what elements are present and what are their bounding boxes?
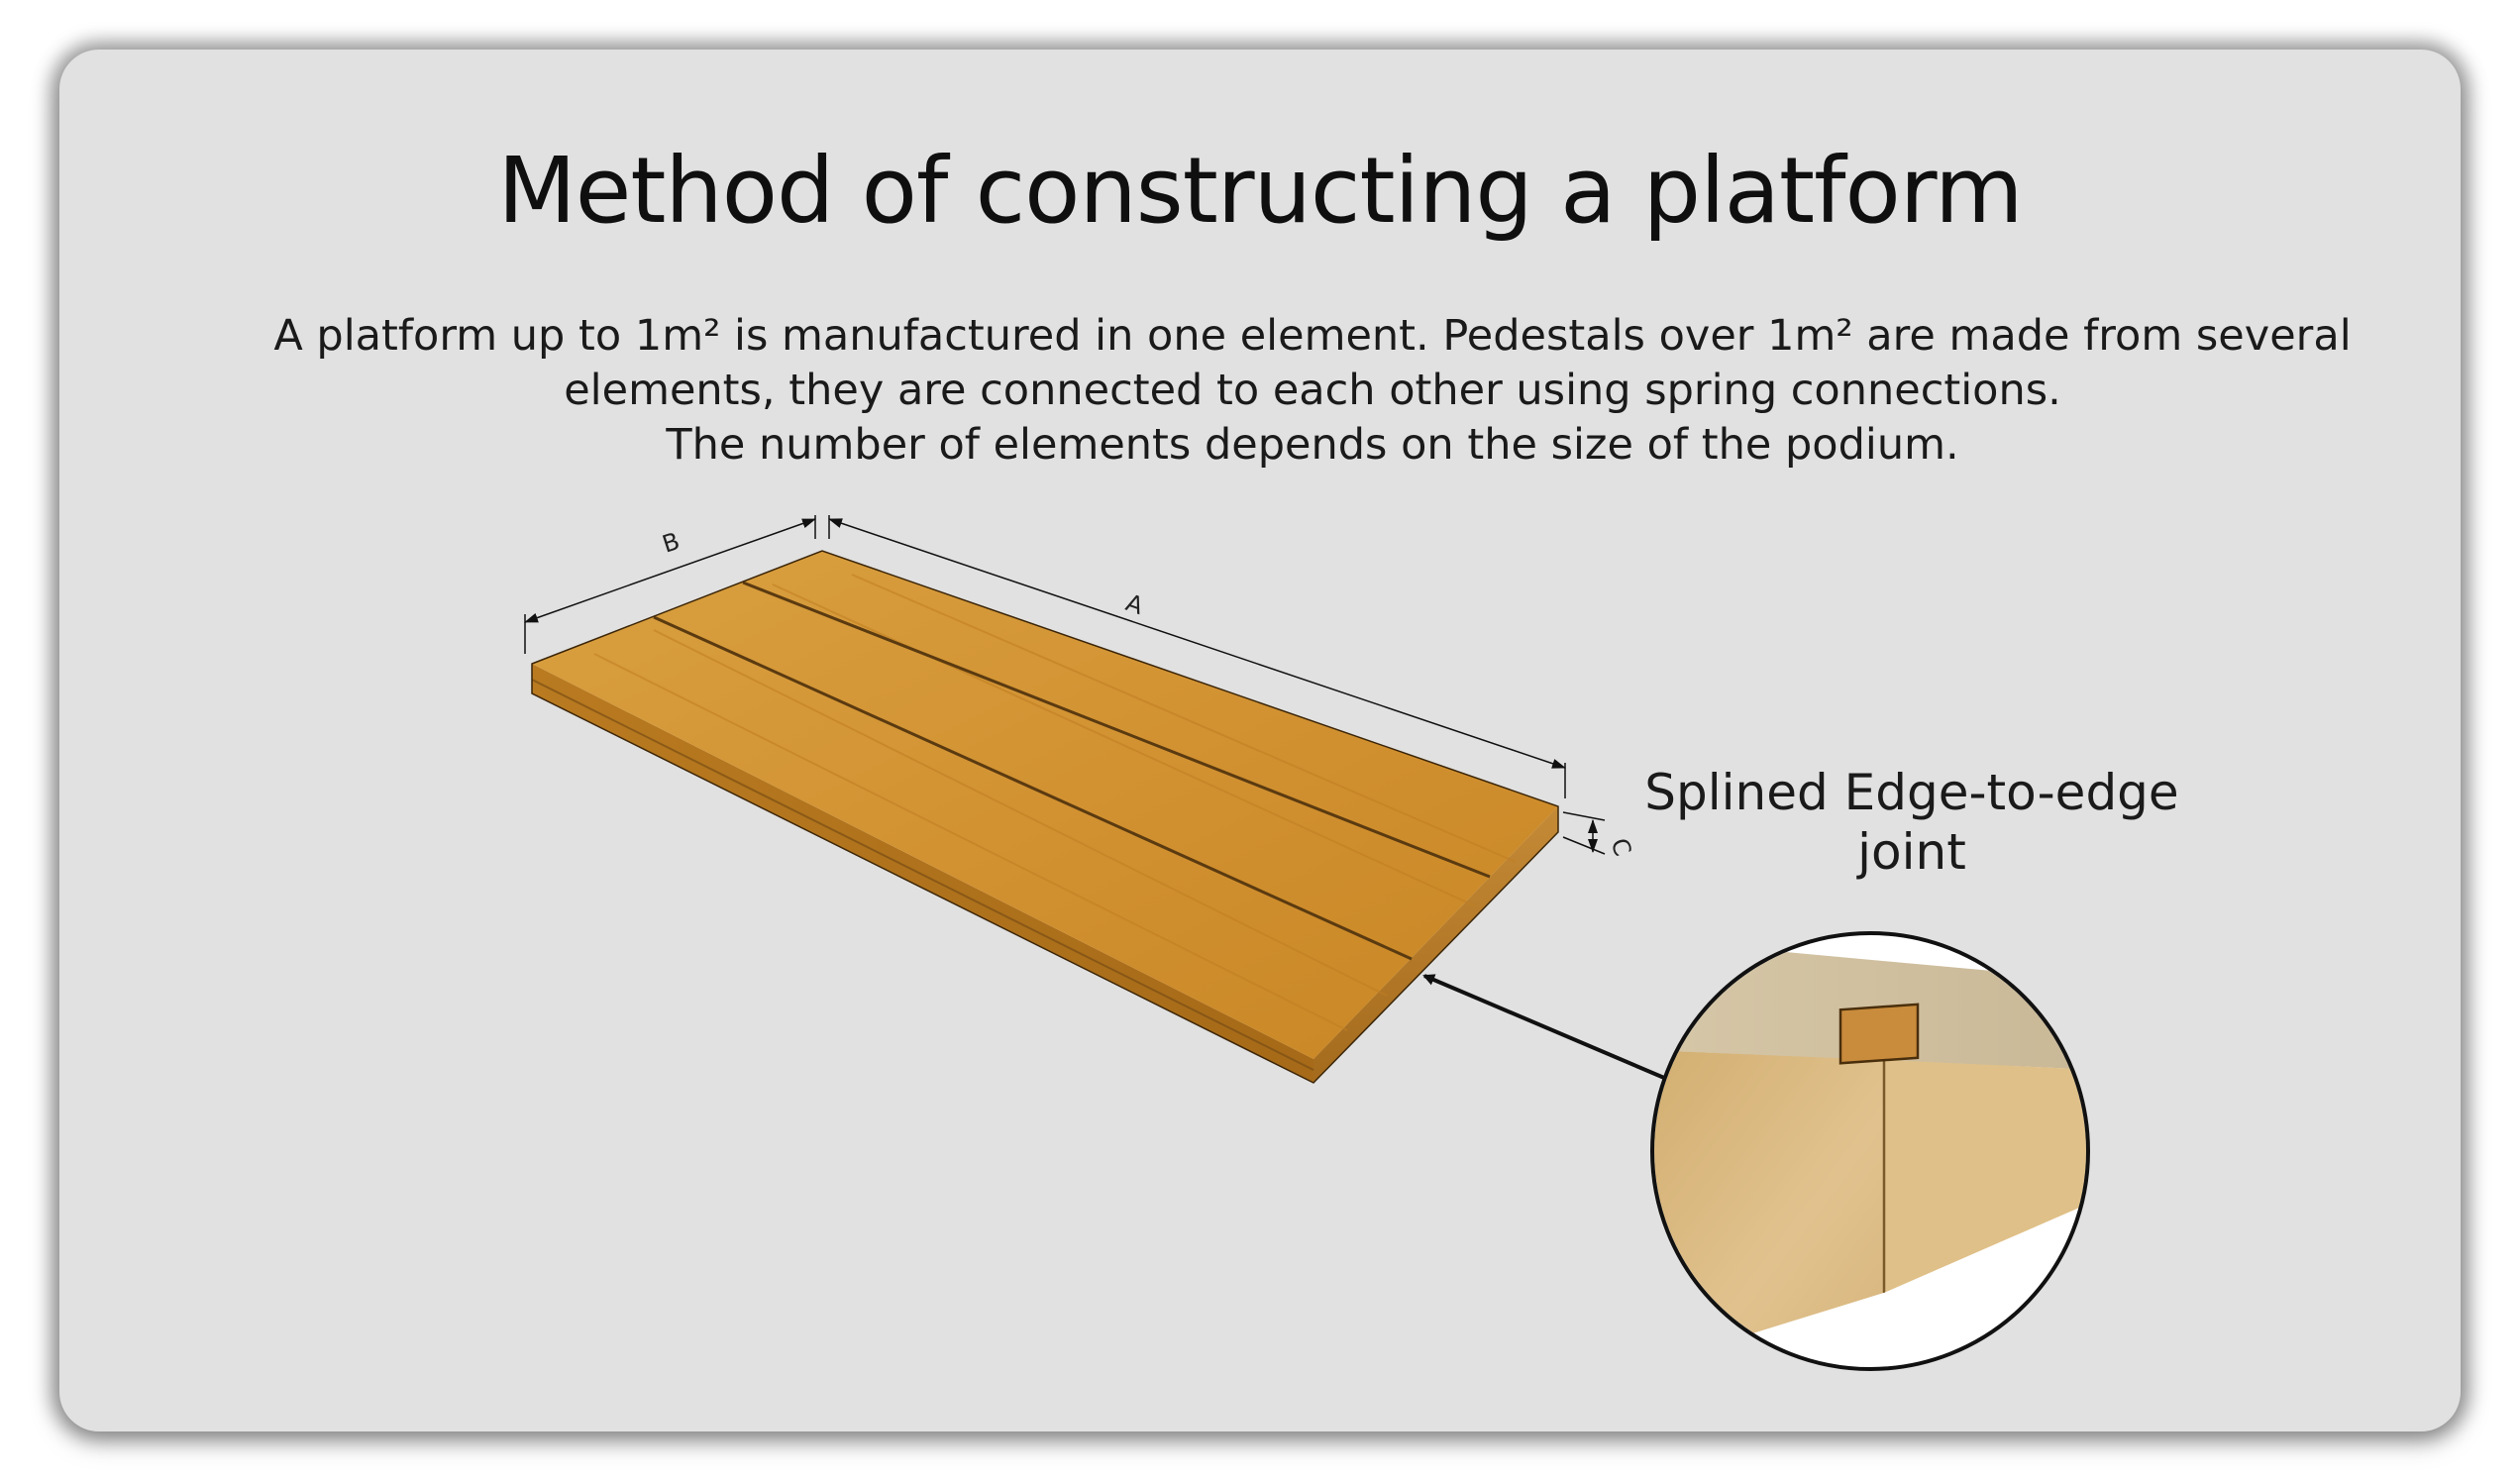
page-title: Method of constructing a platform [497,138,2023,244]
joint-board-right-face [1884,1060,2086,1293]
joint-pointer-arrow [1422,974,1665,1080]
dimension-b-label: B [659,527,682,559]
description-line-3: The number of elements depends on the si… [666,420,1959,470]
joint-label-line-2: joint [1857,823,1966,881]
dimension-a-label: A [1122,588,1147,620]
description-line-2: elements, they are connected to each oth… [564,366,2061,415]
joint-label-line-1: Splined Edge-to-edge [1644,764,2179,821]
diagram-card: Method of constructing a platform A plat… [59,50,2461,1431]
board-seam-1 [653,615,1413,961]
joint-zoom-circle [1650,931,2090,1371]
joint-board-left-face [1654,1050,1884,1367]
description-line-1: A platform up to 1m² is manufactured in … [273,311,2352,361]
joint-label: Splined Edge-to-edge joint [1605,763,2219,882]
board-front-side [532,664,1313,1083]
platform-diagram: B A C [524,515,2090,1371]
spline-insert [1838,1003,1920,1065]
description: A platform up to 1m² is manufactured in … [218,309,2407,473]
board-end-face [1313,806,1558,1083]
platform-board [531,550,1559,1084]
